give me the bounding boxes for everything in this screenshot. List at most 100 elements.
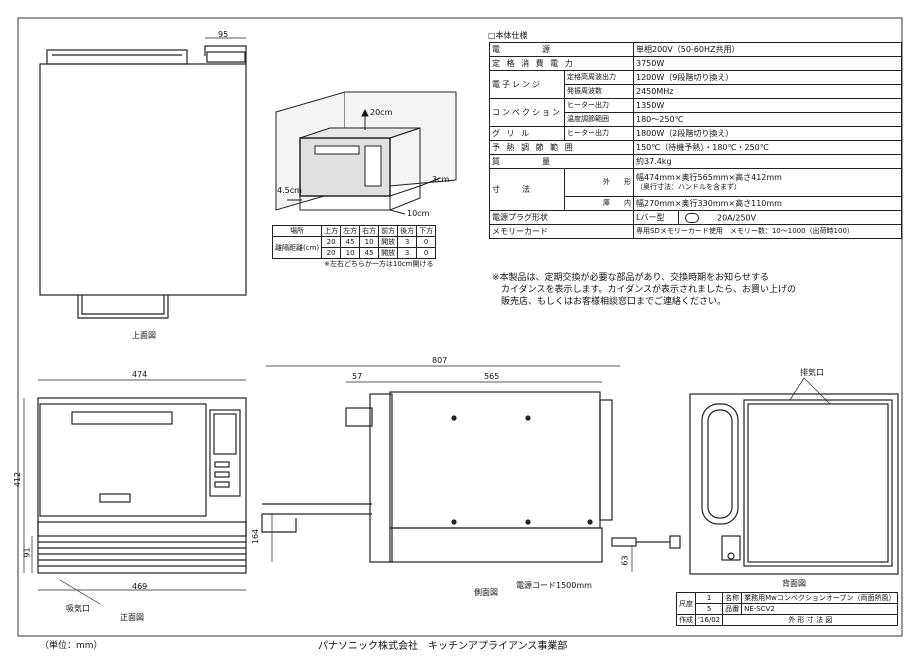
spec-key: 質 量 bbox=[489, 154, 634, 169]
sheet-border bbox=[17, 17, 903, 637]
spec-subkey: 定格高周波出力 bbox=[564, 70, 634, 85]
dim-91: 91 bbox=[22, 547, 32, 558]
install-row-label: 離隔距離(cm) bbox=[271, 236, 323, 259]
unit-note: （単位：mm） bbox=[40, 641, 103, 651]
install-cell: 10 bbox=[340, 247, 361, 259]
spec-subkey: 発振周波数 bbox=[564, 84, 634, 99]
dim-565: 565 bbox=[484, 372, 500, 381]
install-header-left: 左方 bbox=[340, 225, 361, 237]
spec-value: 20A/250V bbox=[717, 213, 757, 222]
spec-title: □本体仕様 bbox=[488, 31, 528, 40]
install-header-top: 上方 bbox=[321, 225, 342, 237]
title-block-row: 尺度 1 名称 業務用Mwコンベクションオーブン（両面熱風） bbox=[676, 592, 899, 615]
install-cell: 0 bbox=[416, 247, 437, 259]
spec-value: 3750W bbox=[633, 56, 902, 71]
intake-label: 吸気口 bbox=[66, 604, 90, 613]
install-top-clearance: 20cm bbox=[370, 108, 393, 117]
spec-subkey: 外 形 bbox=[564, 168, 634, 197]
installation-table-row: 離隔距離(cm) 20 45 10 開放 3 0 bbox=[271, 236, 437, 259]
installation-table-row: 20 10 45 開放 3 0 bbox=[273, 247, 437, 259]
title-block-row: 5 品番 NE-SCV2 bbox=[677, 603, 899, 615]
spec-value: 150℃（待機予熱）・180℃・250℃ bbox=[633, 140, 902, 155]
drawing-label: 外 形 寸 法 図 bbox=[722, 614, 899, 626]
scale-num: 1 bbox=[694, 592, 724, 604]
spec-row-power: 電 源単相200V（50-60HZ共用） bbox=[489, 42, 902, 57]
note-line: ※本製品は、定期交換が必要な部品があり、交換時期をお知らせする bbox=[492, 273, 770, 283]
spec-row-mass: 質 量約37.4kg bbox=[489, 154, 902, 169]
spec-value: 1350W bbox=[633, 98, 902, 113]
dim-412: 412 bbox=[13, 471, 23, 488]
spec-value-note: （奥行寸法：ハンドルを含まず） bbox=[636, 183, 741, 191]
dim-469: 469 bbox=[132, 582, 148, 591]
spec-value: Lバー型 bbox=[633, 210, 679, 225]
install-cell: 開放 bbox=[378, 247, 399, 259]
spec-row-dimensions: 寸 法外 形幅474mm×奥行565mm×高さ412mm（奥行寸法：ハンドルを含… bbox=[489, 168, 902, 211]
spec-row-memory: メモリーカード専用SDメモリーカード使用 メモリー数：10～1000（出荷時10… bbox=[489, 224, 902, 239]
spec-value: 単相200V（50-60HZ共用） bbox=[633, 42, 902, 57]
title-block-row: 作成 '16/02 外 形 寸 法 図 bbox=[676, 614, 899, 626]
install-cell: 開放 bbox=[378, 236, 399, 248]
install-header-right: 右方 bbox=[359, 225, 380, 237]
install-cell: 0 bbox=[416, 236, 437, 248]
spec-key: コンベクション bbox=[489, 98, 565, 127]
top-view-label: 上面図 bbox=[132, 331, 156, 340]
spec-subkey: ヒーター出力 bbox=[564, 126, 634, 141]
side-view bbox=[261, 365, 681, 572]
spec-key: グ リ ル bbox=[489, 126, 565, 141]
spec-key: 定 格 消 費 電 力 bbox=[489, 56, 634, 71]
spec-value: 1800W（2段階切り換え） bbox=[633, 126, 902, 141]
installation-table: 場所 上方 左方 右方 前方 後方 下方 離隔距離(cm) 20 45 10 開… bbox=[271, 225, 437, 259]
install-header-back: 後方 bbox=[397, 225, 418, 237]
front-view bbox=[23, 379, 247, 605]
install-cell: 3 bbox=[397, 236, 418, 248]
install-header-bottom: 下方 bbox=[416, 225, 437, 237]
top-view bbox=[39, 37, 247, 319]
install-right-clearance: 3cm bbox=[432, 175, 450, 184]
spec-key: 予 熱 調 節 範 囲 bbox=[489, 140, 634, 155]
company-name: パナソニック株式会社 キッチンアプライアンス事業部 bbox=[318, 641, 568, 652]
scale-label: 尺度 bbox=[676, 592, 696, 615]
install-header-place: 場所 bbox=[271, 225, 323, 237]
installation-table-header: 場所 上方 左方 右方 前方 後方 下方 bbox=[271, 225, 437, 237]
dim-95: 95 bbox=[218, 30, 229, 39]
model-value: NE-SCV2 bbox=[741, 603, 899, 615]
install-cell: 45 bbox=[340, 236, 361, 248]
dim-807: 807 bbox=[432, 356, 448, 365]
installation-note: ※左右どちらか一方は10cm開ける bbox=[324, 260, 434, 268]
spec-value: 1200W（9段階切り換え） bbox=[633, 70, 902, 85]
install-header-front: 前方 bbox=[378, 225, 399, 237]
spec-value: 約37.4kg bbox=[633, 154, 902, 169]
spec-subkey: ヒーター出力 bbox=[564, 98, 634, 113]
note-line: カイダンスを表示します。カイダンスが表示されましたら、お買い上げの bbox=[492, 285, 797, 295]
power-cord-label: 電源コード1500mm bbox=[516, 581, 592, 590]
spec-value: 180～250℃ bbox=[633, 112, 902, 127]
footer: （単位：mm） パナソニック株式会社 キッチンアプライアンス事業部 bbox=[0, 636, 921, 656]
install-cell: 45 bbox=[359, 247, 380, 259]
spec-key: 寸 法 bbox=[489, 168, 565, 211]
model-label: 品番 bbox=[722, 603, 743, 615]
dim-164: 164 bbox=[251, 528, 261, 545]
maintenance-note: ※本製品は、定期交換が必要な部品があり、交換時期をお知らせする カイダンスを表示… bbox=[492, 272, 796, 308]
install-cell: 3 bbox=[397, 247, 418, 259]
dim-474: 474 bbox=[132, 370, 148, 379]
back-view-label: 背面図 bbox=[782, 579, 806, 588]
spec-key: メモリーカード bbox=[489, 224, 634, 239]
install-cell: 10 bbox=[359, 236, 380, 248]
install-left-clearance: 4.5cm bbox=[277, 186, 302, 195]
title-block: 尺度 1 名称 業務用Mwコンベクションオーブン（両面熱風） 5 品番 NE-S… bbox=[676, 592, 899, 626]
install-cell: 20 bbox=[321, 236, 342, 248]
spec-key: 電子レンジ bbox=[489, 70, 565, 99]
made-label: 作成 bbox=[676, 614, 696, 626]
back-view bbox=[689, 377, 899, 575]
install-cell: 20 bbox=[321, 247, 342, 259]
spec-key: 電源プラグ形状 bbox=[489, 210, 634, 225]
